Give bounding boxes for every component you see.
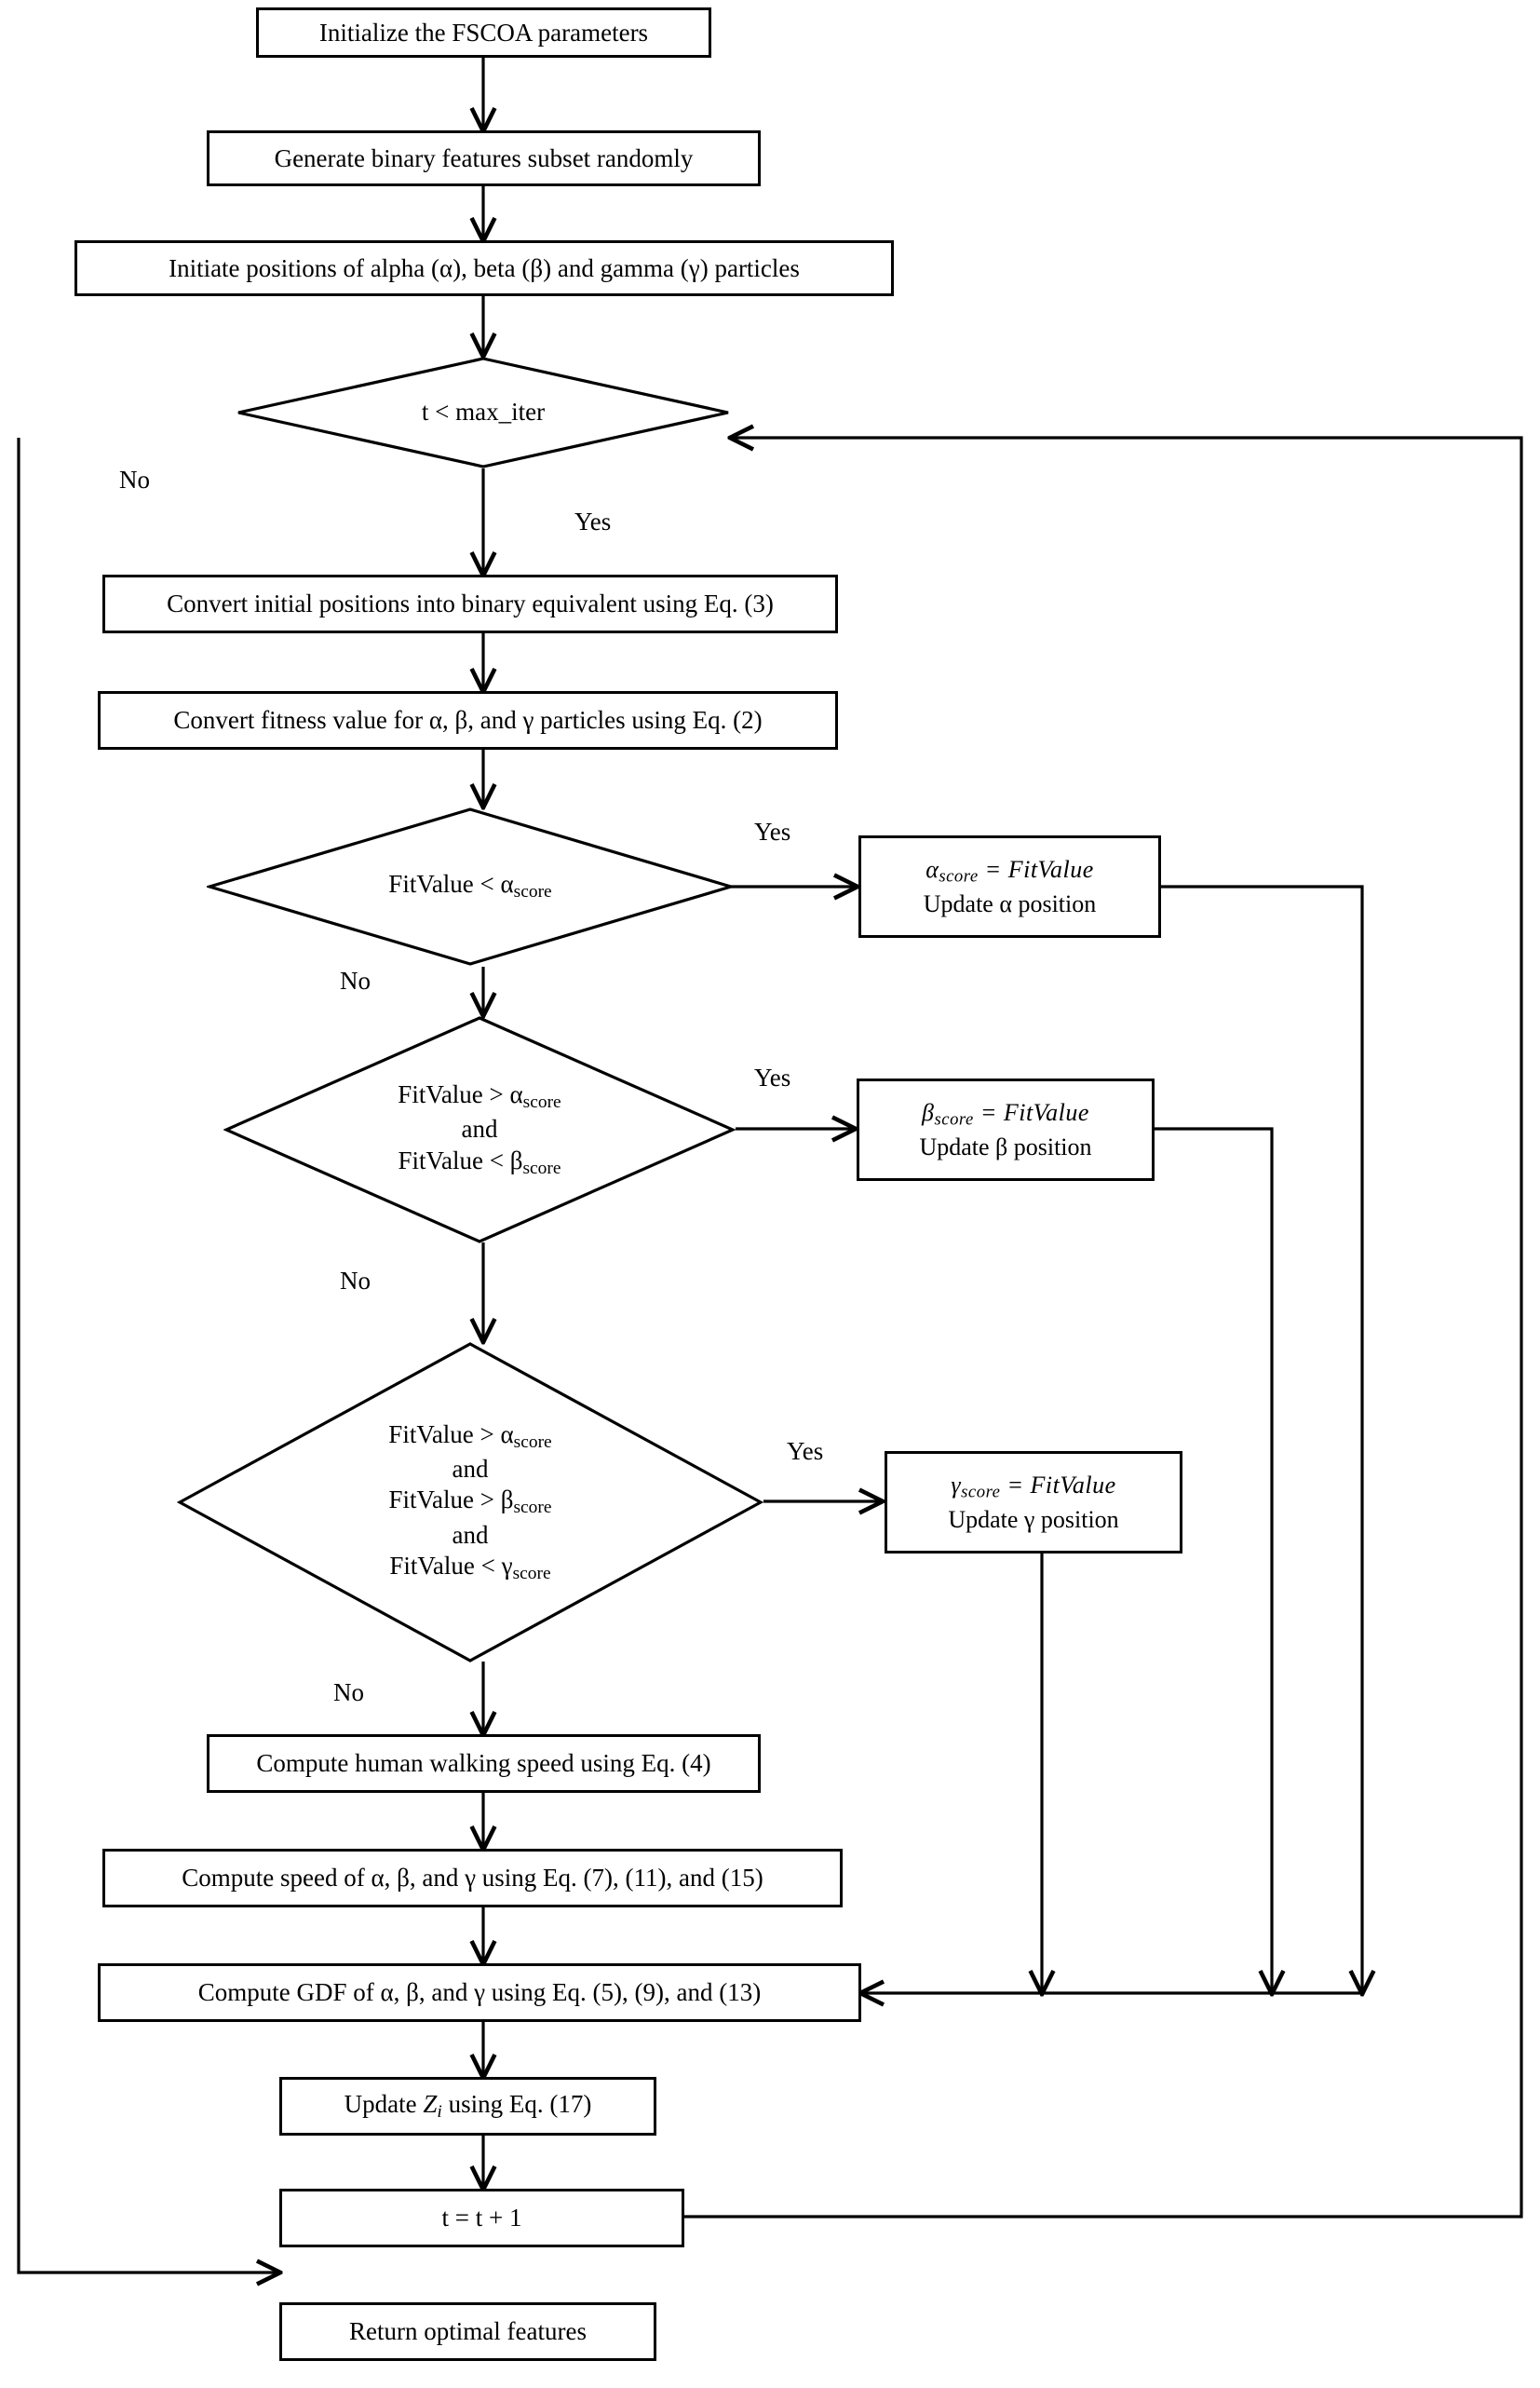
node-alpha-update-equation: α⁠score = FitValue — [925, 855, 1094, 887]
node-update-z[interactable]: Update Zi using Eq. (17) — [279, 2077, 656, 2136]
node-beta-update-equation: β⁠score = FitValue — [922, 1098, 1089, 1130]
node-gamma-condition[interactable]: FitValue > α⁠score and FitValue > β⁠scor… — [176, 1341, 764, 1663]
node-generate-subset[interactable]: Generate binary features subset randomly — [207, 130, 761, 186]
node-initialize-parameters[interactable]: Initialize the FSCOA parameters — [256, 7, 711, 58]
node-return-features[interactable]: Return optimal features — [279, 2302, 656, 2361]
diamond-shape — [176, 1342, 764, 1662]
node-convert-positions-label: Convert initial positions into binary eq… — [167, 590, 774, 618]
node-convert-fitness[interactable]: Convert fitness value for α, β, and γ pa… — [98, 691, 838, 750]
node-compute-gdf-abg[interactable]: Compute GDF of α, β, and γ using Eq. (5)… — [98, 1963, 861, 2022]
edge-label-beta-no: No — [340, 1267, 371, 1295]
node-return-features-label: Return optimal features — [349, 2317, 587, 2346]
diamond-shape — [237, 357, 729, 468]
node-walking-speed[interactable]: Compute human walking speed using Eq. (4… — [207, 1734, 761, 1793]
node-increment-t-label: t = t + 1 — [441, 2204, 522, 2232]
diamond-shape — [223, 1016, 736, 1243]
node-gamma-update-action: Update γ position — [948, 1505, 1119, 1533]
edge-label-beta-yes: Yes — [754, 1064, 791, 1092]
node-alpha-condition[interactable]: FitValue < α⁠score — [204, 807, 736, 967]
edge-label-loop-yes: Yes — [574, 508, 612, 536]
node-generate-subset-label: Generate binary features subset randomly — [274, 143, 694, 172]
diamond-shape — [204, 807, 736, 966]
node-update-z-label: Update Zi using Eq. (17) — [344, 2090, 592, 2123]
node-gamma-update[interactable]: γ⁠score = FitValue Update γ position — [885, 1451, 1182, 1554]
node-compute-gdf-abg-label: Compute GDF of α, β, and γ using Eq. (5)… — [197, 1978, 762, 2007]
node-beta-update-action: Update β position — [919, 1133, 1092, 1160]
edge-label-alpha-yes: Yes — [754, 818, 791, 846]
node-initiate-positions-label: Initiate positions of alpha (α), beta (β… — [169, 253, 800, 282]
node-beta-update[interactable]: β⁠score = FitValue Update β position — [857, 1079, 1155, 1181]
edge-label-gamma-no: No — [333, 1678, 364, 1706]
node-convert-fitness-label: Convert fitness value for α, β, and γ pa… — [173, 706, 763, 735]
edge-label-loop-no: No — [119, 466, 150, 494]
node-beta-condition[interactable]: FitValue > α⁠score and FitValue < β⁠scor… — [223, 1015, 736, 1244]
node-gamma-update-equation: γ⁠score = FitValue — [951, 1471, 1116, 1502]
node-walking-speed-label: Compute human walking speed using Eq. (4… — [256, 1749, 711, 1778]
node-initiate-positions[interactable]: Initiate positions of alpha (α), beta (β… — [74, 240, 894, 296]
edge-label-gamma-yes: Yes — [787, 1437, 824, 1465]
node-initialize-parameters-label: Initialize the FSCOA parameters — [318, 18, 649, 47]
node-compute-speed-abg[interactable]: Compute speed of α, β, and γ using Eq. (… — [102, 1849, 843, 1907]
node-increment-t[interactable]: t = t + 1 — [279, 2189, 684, 2247]
node-alpha-update[interactable]: α⁠score = FitValue Update α position — [858, 835, 1161, 938]
node-compute-speed-abg-label: Compute speed of α, β, and γ using Eq. (… — [182, 1864, 763, 1893]
edge-label-alpha-no: No — [340, 967, 371, 995]
node-convert-positions[interactable]: Convert initial positions into binary eq… — [102, 575, 838, 633]
node-loop-condition[interactable]: t < max_iter — [236, 356, 731, 469]
node-alpha-update-action: Update α position — [923, 889, 1097, 917]
